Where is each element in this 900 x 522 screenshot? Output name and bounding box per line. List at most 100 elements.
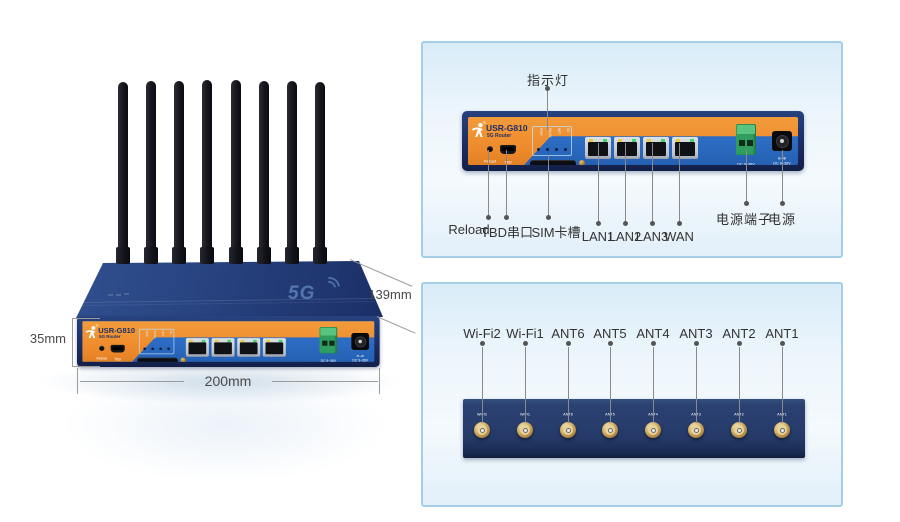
leader-line	[548, 155, 549, 216]
leader-dot	[650, 341, 656, 346]
sma-connector-ant5	[602, 422, 618, 438]
leader-dot	[623, 221, 628, 226]
soft-reflection	[0, 345, 450, 505]
router-front-panel: ® USR-G810 5G Router Reload TBD PWR WLAN…	[462, 111, 804, 171]
leader-line	[695, 347, 697, 423]
tagline-label: 5G Router	[487, 133, 512, 139]
leader-dot	[479, 341, 485, 346]
leader-line	[679, 143, 680, 222]
ethernet-port-wan	[672, 137, 698, 159]
callout-wifi2: Wi-Fi2	[463, 326, 501, 341]
antenna-base	[200, 247, 214, 264]
callout-lan2: LAN2	[608, 229, 642, 244]
led-dot	[151, 347, 154, 350]
usb-print-label: TBD	[114, 357, 122, 362]
leader-line	[609, 347, 611, 423]
vent-dash	[108, 294, 113, 296]
ethernet-port-wan	[262, 338, 286, 357]
front-panel-card: 指示灯 ® USR-G810 5G Router Reload TBD PWR	[421, 41, 843, 258]
port-print-wan: WAN	[681, 165, 690, 166]
leader-line	[488, 150, 489, 216]
screw	[180, 357, 186, 362]
callout-power-terminal: 电源端子	[715, 212, 772, 227]
dim-width-tick	[379, 368, 380, 394]
screw	[579, 160, 585, 165]
leader-line	[652, 143, 653, 222]
dim-width-line	[272, 381, 378, 382]
leader-dot	[486, 215, 491, 220]
callout-lan3: LAN3	[635, 229, 669, 244]
led-dot	[555, 148, 558, 151]
led-label-pwr: PWR	[539, 128, 543, 136]
leader-line	[506, 150, 507, 216]
reload-button	[99, 345, 105, 351]
reload-print-label: Reload	[484, 159, 496, 164]
leader-dot	[546, 215, 551, 220]
front-panel-face: ® USR-G810 5G Router Reload TBD PWR WLAN…	[82, 321, 375, 362]
dim-width-tick	[77, 368, 78, 394]
sma-connector-ant2	[731, 422, 747, 438]
front-panel-face: ® USR-G810 5G Router Reload TBD PWR WLAN…	[468, 117, 798, 165]
usb-print-label: TBD	[504, 160, 512, 165]
callout-ant4: ANT4	[636, 326, 670, 341]
leader-dot	[522, 341, 528, 346]
led-dot	[159, 347, 162, 350]
sma-connector-ant6	[560, 422, 576, 438]
led-label-5g: 5G	[169, 330, 173, 335]
dc-power-jack	[351, 333, 370, 350]
leader-dot	[565, 341, 571, 346]
router-back-panel: WIFI2 WIFI1 ANT6 ANT5 ANT4 ANT3 ANT2 ANT…	[463, 399, 805, 458]
antenna	[231, 80, 241, 249]
led-indicator-box: PWR WLAN NET 5G	[532, 126, 572, 156]
antenna	[118, 82, 128, 249]
sma-connector-wifi2	[474, 422, 490, 438]
dim-depth-line	[376, 316, 416, 334]
power-terminal-block	[736, 124, 756, 155]
leader-dot	[780, 201, 785, 206]
leader-line	[652, 347, 654, 423]
model-label: USR-G810	[98, 326, 136, 335]
tagline-label: 5G Router	[99, 334, 121, 340]
callout-ant2: ANT2	[722, 326, 756, 341]
antenna-base	[257, 247, 271, 264]
dim-height-label: 35mm	[29, 331, 66, 346]
leader-dot	[504, 215, 509, 220]
led-dot	[564, 148, 567, 151]
sma-connector-ant4	[645, 422, 661, 438]
leader-dot	[736, 341, 742, 346]
callout-ant6: ANT6	[551, 326, 585, 341]
dim-width-label: 200mm	[204, 373, 252, 389]
router-top-face: 5G	[76, 261, 383, 318]
leader-line	[738, 347, 740, 423]
registered-mark: ®	[95, 323, 99, 328]
sma-connector-ant1	[774, 422, 790, 438]
callout-ant5: ANT5	[593, 326, 627, 341]
antenna-base	[144, 247, 158, 264]
brand-logo: ® USR-G810 5G Router	[84, 324, 153, 344]
sma-connector-ant3	[688, 422, 704, 438]
dc-print-label: DC 9~36V	[352, 358, 368, 362]
dim-height-tick	[72, 366, 100, 367]
ethernet-port-lan3	[237, 338, 261, 357]
leader-dot	[596, 221, 601, 226]
ethernet-port-lan1	[185, 338, 209, 357]
leader-dot	[693, 341, 699, 346]
antenna-base	[285, 247, 299, 264]
sim-slot	[137, 357, 178, 362]
leader-dot	[779, 341, 785, 346]
back-panel-card: Wi-Fi2 Wi-Fi1 ANT6 ANT5 ANT4 ANT3 ANT2 A…	[421, 282, 843, 507]
dc-polarity-print: ⊖–⊕	[356, 353, 364, 358]
led-dot	[143, 347, 147, 350]
micro-usb-port	[500, 145, 516, 154]
ethernet-port-lan3	[643, 137, 669, 159]
terminal-print-label: DC 9~36V	[320, 358, 337, 362]
led-dot	[167, 347, 170, 350]
antenna	[202, 80, 212, 249]
led-label-pwr: PWR	[145, 330, 149, 337]
antenna	[259, 81, 269, 249]
vent-dash	[116, 293, 121, 296]
registered-mark: ®	[483, 120, 486, 125]
callout-indicator-label: 指示灯	[526, 73, 569, 88]
router-front-face-slot: ® USR-G810 5G Router Reload TBD PWR WLAN…	[77, 316, 380, 367]
micro-usb-port	[110, 344, 125, 353]
